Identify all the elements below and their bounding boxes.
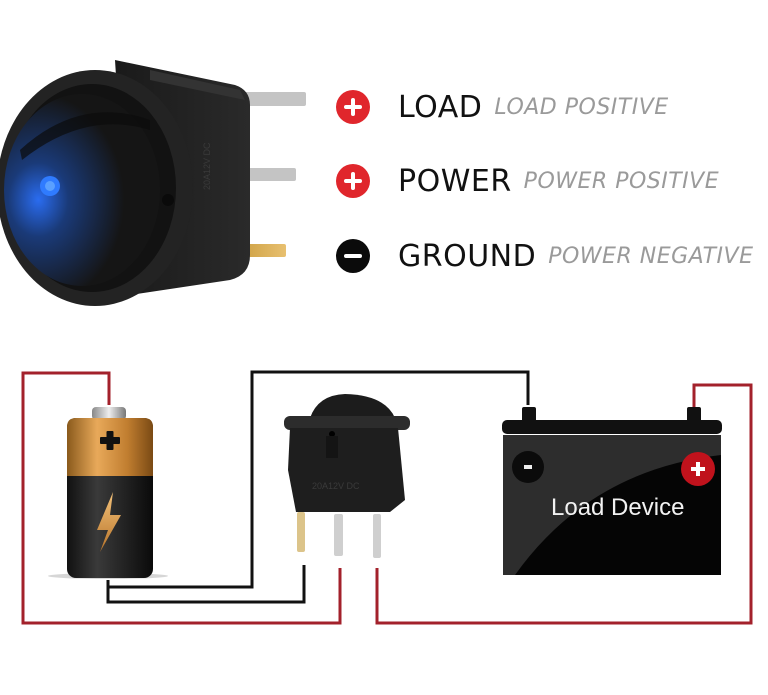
housing-print: 20A12V DC xyxy=(202,142,212,190)
gold-pin xyxy=(297,512,305,552)
rocker-switch-diagram: 20A12V DC xyxy=(284,394,410,558)
negative-wires xyxy=(106,370,530,604)
housing-print: 20A12V DC xyxy=(312,481,360,491)
load-device xyxy=(502,407,722,575)
plus-circle-icon xyxy=(336,164,370,198)
terminal-name: LOAD xyxy=(398,89,483,125)
terminal-description: LOAD POSITIVE xyxy=(494,94,669,120)
battery-icon xyxy=(48,407,168,579)
terminal-name: GROUND xyxy=(398,238,537,274)
plus-circle-icon xyxy=(336,90,370,124)
switch-illustration: 20A12V DC xyxy=(0,60,306,306)
silver-pin-right xyxy=(373,514,381,558)
legend-item-power: POWER POWER POSITIVE xyxy=(336,161,719,201)
minus-circle-icon xyxy=(336,239,370,273)
legend-item-load: LOAD LOAD POSITIVE xyxy=(336,87,669,127)
plus-symbol xyxy=(100,431,120,450)
legend-item-ground: GROUND POWER NEGATIVE xyxy=(336,236,753,276)
terminal-description: POWER NEGATIVE xyxy=(548,243,754,269)
lightning-bolt-icon xyxy=(97,492,121,552)
silver-pin-middle xyxy=(334,514,343,556)
terminal-name: POWER xyxy=(398,163,512,199)
positive-wires xyxy=(21,371,753,625)
load-device-label: Load Device xyxy=(551,494,685,521)
rocker-switch-photo: 20A12V DC xyxy=(0,40,320,320)
terminal-description: POWER POSITIVE xyxy=(523,168,720,194)
